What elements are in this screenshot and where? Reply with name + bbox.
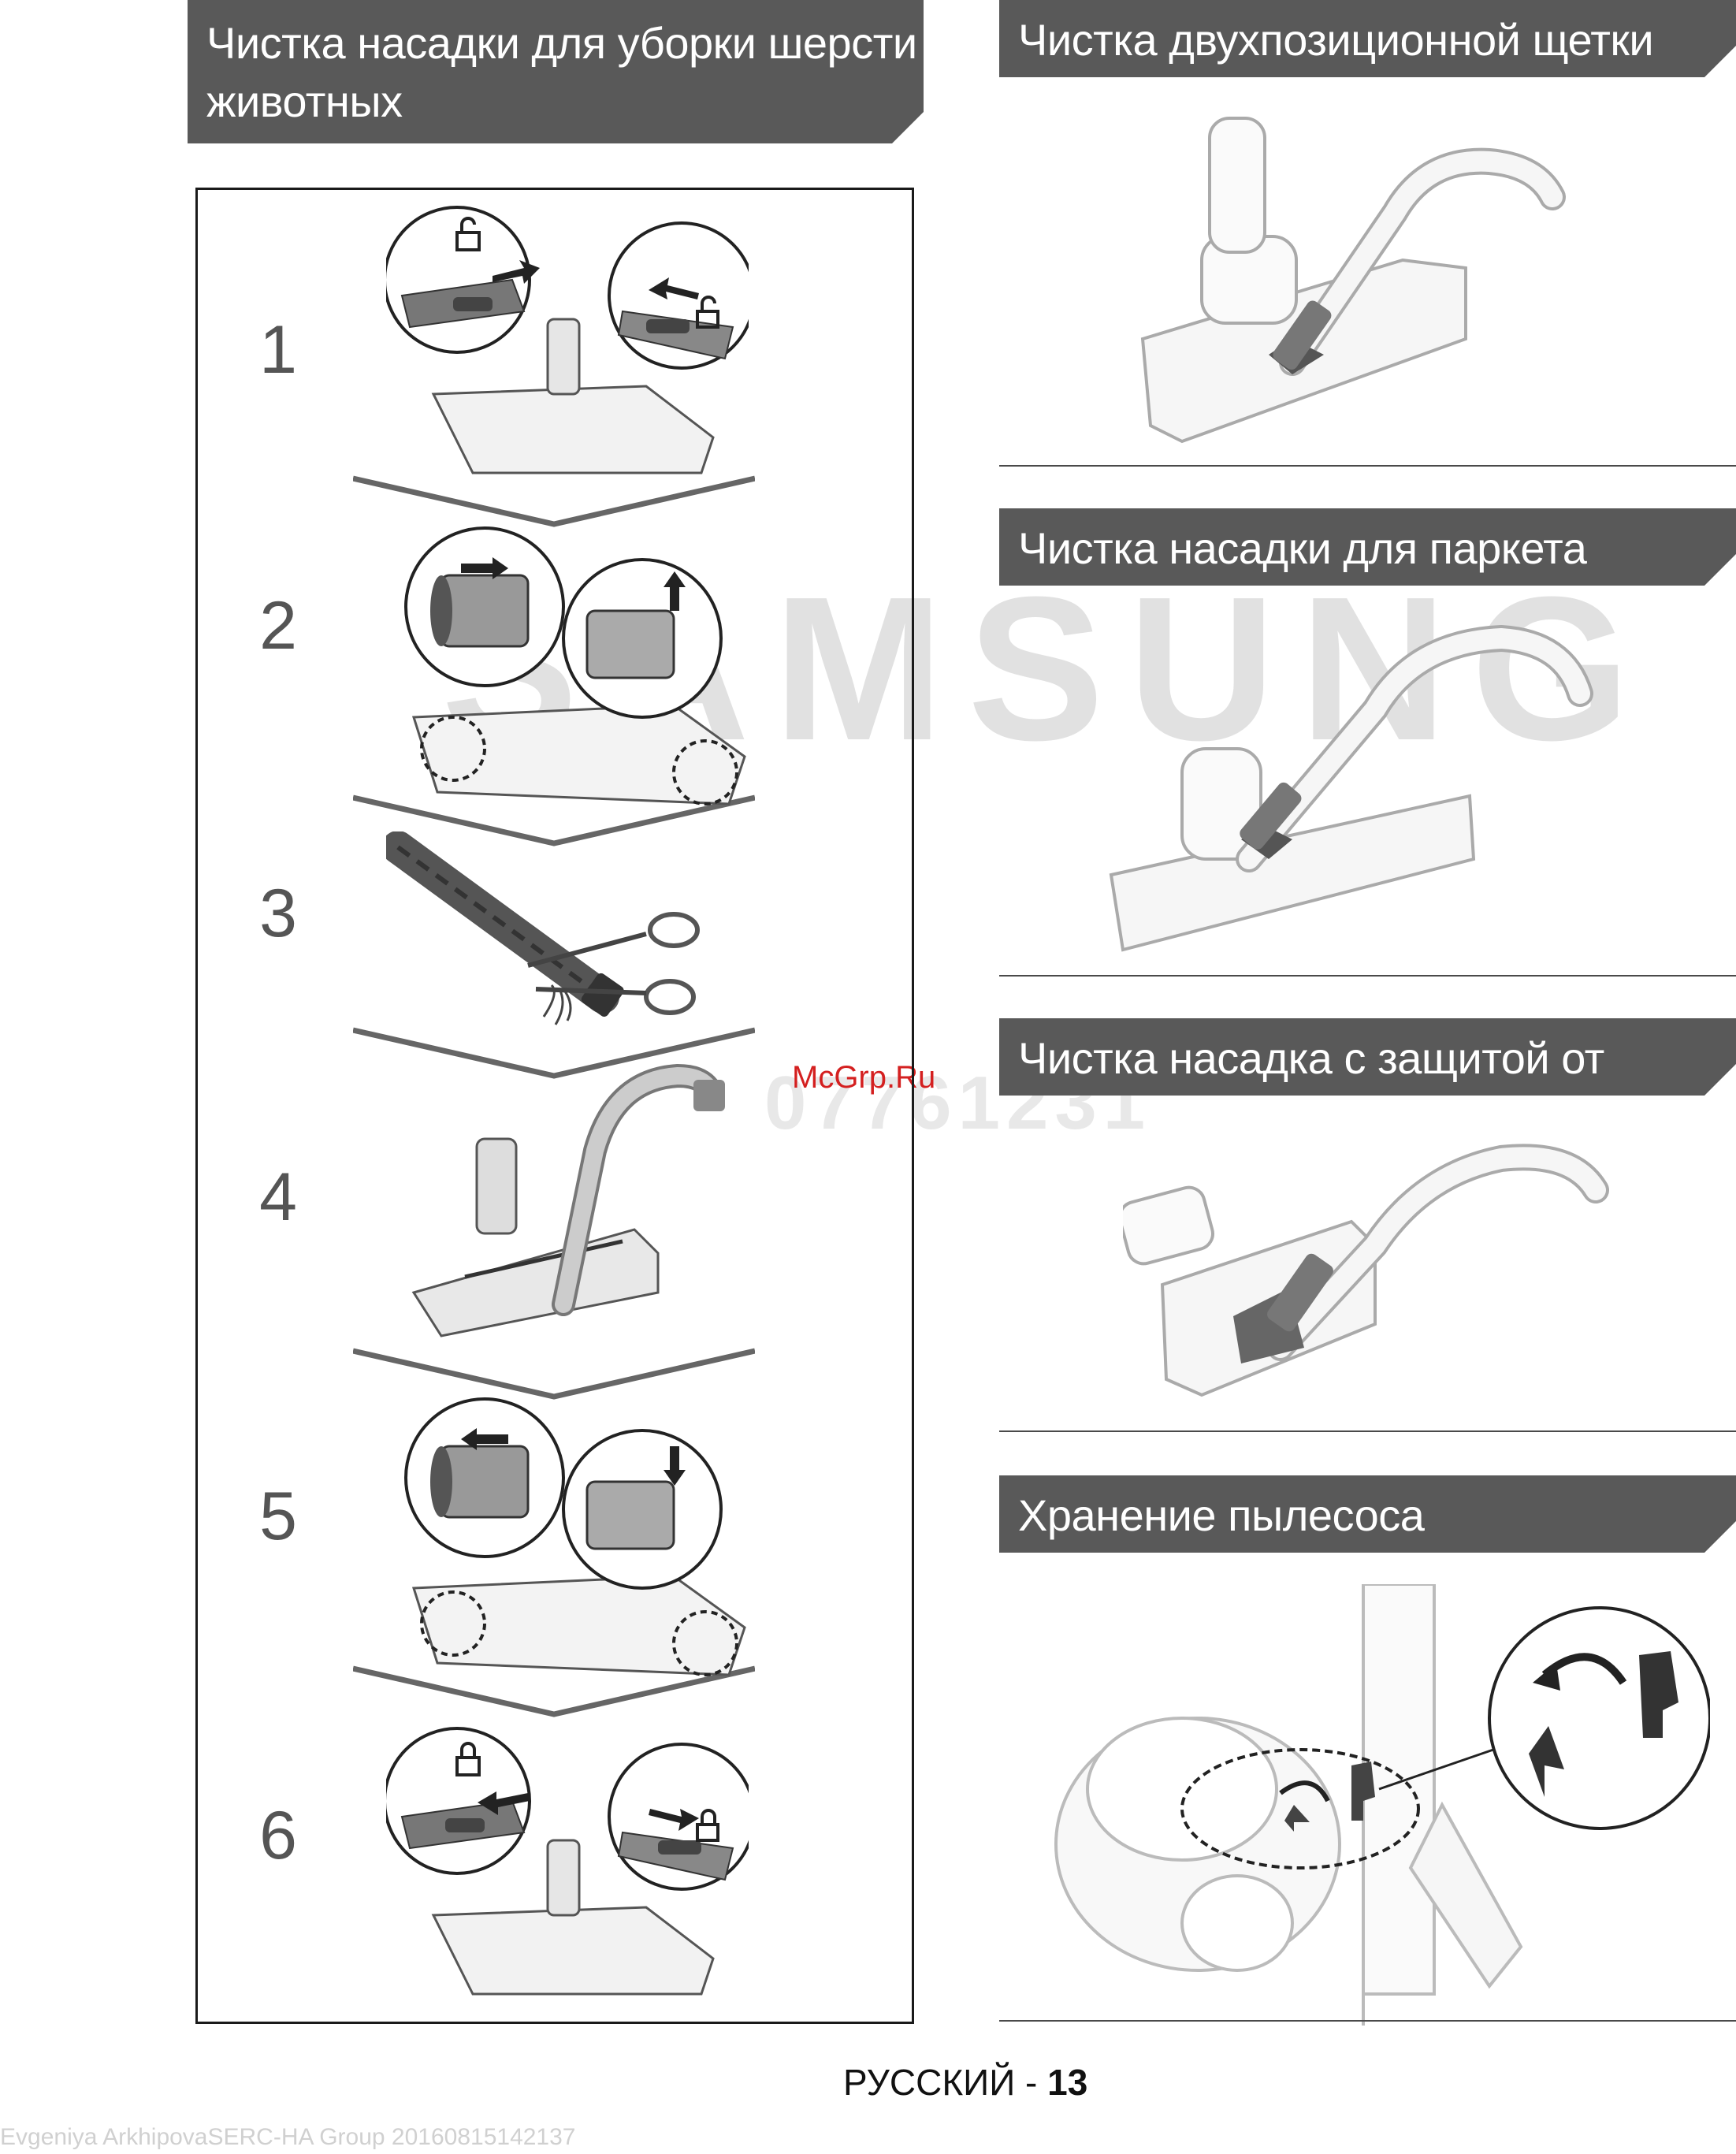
section-divider <box>999 2020 1736 2022</box>
step-4-clean-with-hose-illustration <box>410 1064 725 1356</box>
section-title-text: Хранение пылесоса <box>1018 1486 1736 1545</box>
parquet-brush-illustration <box>1107 623 1635 962</box>
step-6-lock-illustration <box>386 1722 749 2006</box>
section-title-parquet-brush: Чистка насадки для паркета <box>999 508 1736 586</box>
section-title-two-position-brush: Чистка двухпозиционной щетки <box>999 0 1736 77</box>
step-number: 6 <box>243 1797 314 1875</box>
section-divider <box>999 465 1736 467</box>
page-footer: РУССКИЙ - 13 <box>843 2061 1087 2104</box>
section-title-text: Чистка насадки для паркета <box>1018 519 1736 578</box>
section-title-pet-brush: Чистка насадки для уборки шерсти животны… <box>188 0 924 143</box>
footer-language: РУССКИЙ - <box>843 2062 1047 2103</box>
step-number: 5 <box>243 1478 314 1556</box>
step-number: 4 <box>243 1159 314 1237</box>
section-title-line-2: животных <box>206 73 924 131</box>
section-divider <box>999 1430 1736 1432</box>
page-number: 13 <box>1047 2062 1087 2103</box>
section-title-anti-tangle-brush: Чистка насадка с защитой от засорения <box>999 1018 1736 1096</box>
section-title-text: Чистка двухпозиционной щетки <box>1018 11 1736 69</box>
step-number: 1 <box>243 311 314 389</box>
two-position-brush-illustration <box>1135 102 1600 449</box>
print-meta-line: Evgeniya ArkhipovaSERC-HA Group 20160815… <box>0 2124 576 2151</box>
step-5-install-brush-illustration <box>398 1391 753 1683</box>
vacuum-storage-illustration <box>1048 1584 1710 2026</box>
step-1-unlock-illustration <box>386 201 749 500</box>
section-title-line-1: Чистка насадки для уборки шерсти <box>206 14 924 73</box>
anti-tangle-brush-illustration <box>1123 1127 1627 1403</box>
section-title-storage: Хранение пылесоса <box>999 1475 1736 1553</box>
step-3-cut-hair-illustration <box>386 831 709 1044</box>
section-divider <box>999 975 1736 977</box>
step-number: 2 <box>243 587 314 665</box>
step-number: 3 <box>243 875 314 953</box>
step-2-remove-brush-illustration <box>398 520 753 812</box>
